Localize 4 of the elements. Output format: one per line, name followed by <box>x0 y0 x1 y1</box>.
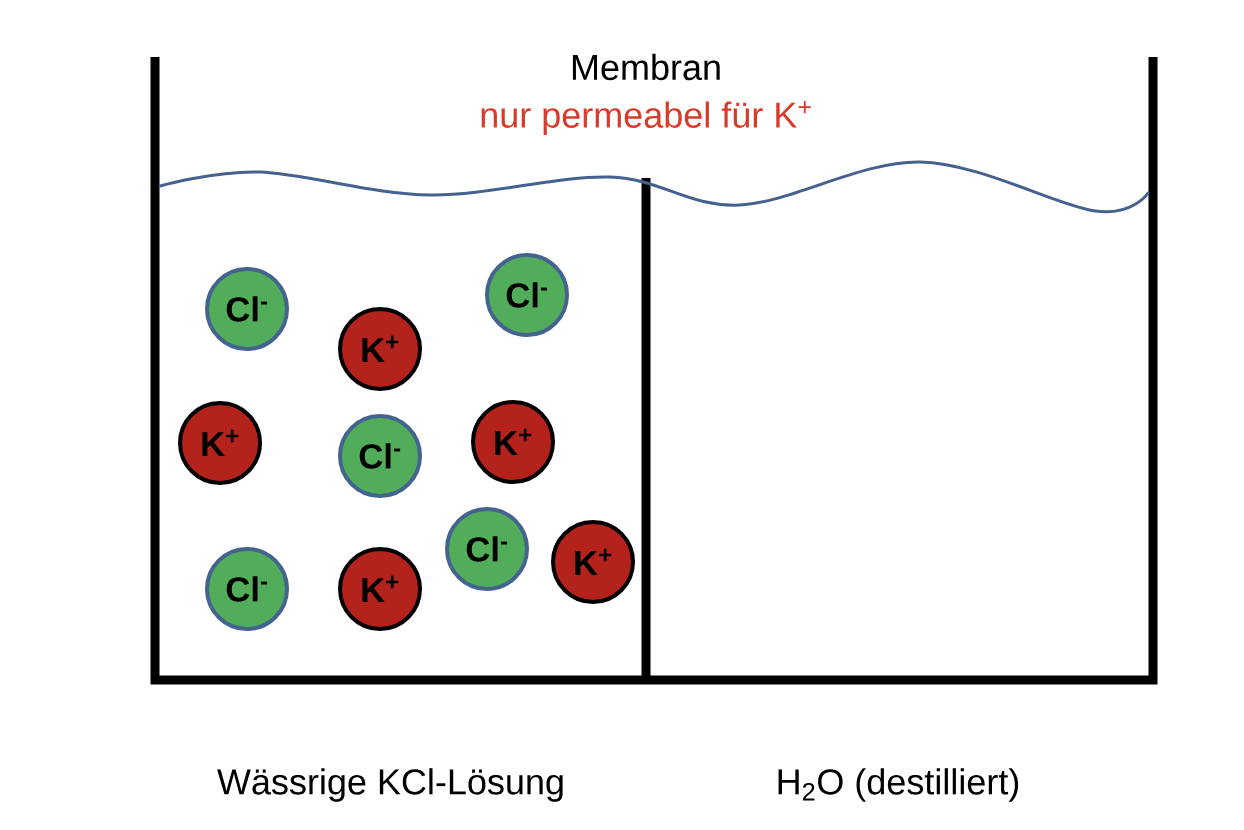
permeability-note: nur permeabel für K$^{+}$ <box>481 100 811 135</box>
membrane-label: Membran <box>572 53 720 81</box>
solution-label: Wässrige KCl-Lösung <box>217 768 563 802</box>
solution-label: H$_{2}$O (destilliert) <box>778 768 1019 802</box>
